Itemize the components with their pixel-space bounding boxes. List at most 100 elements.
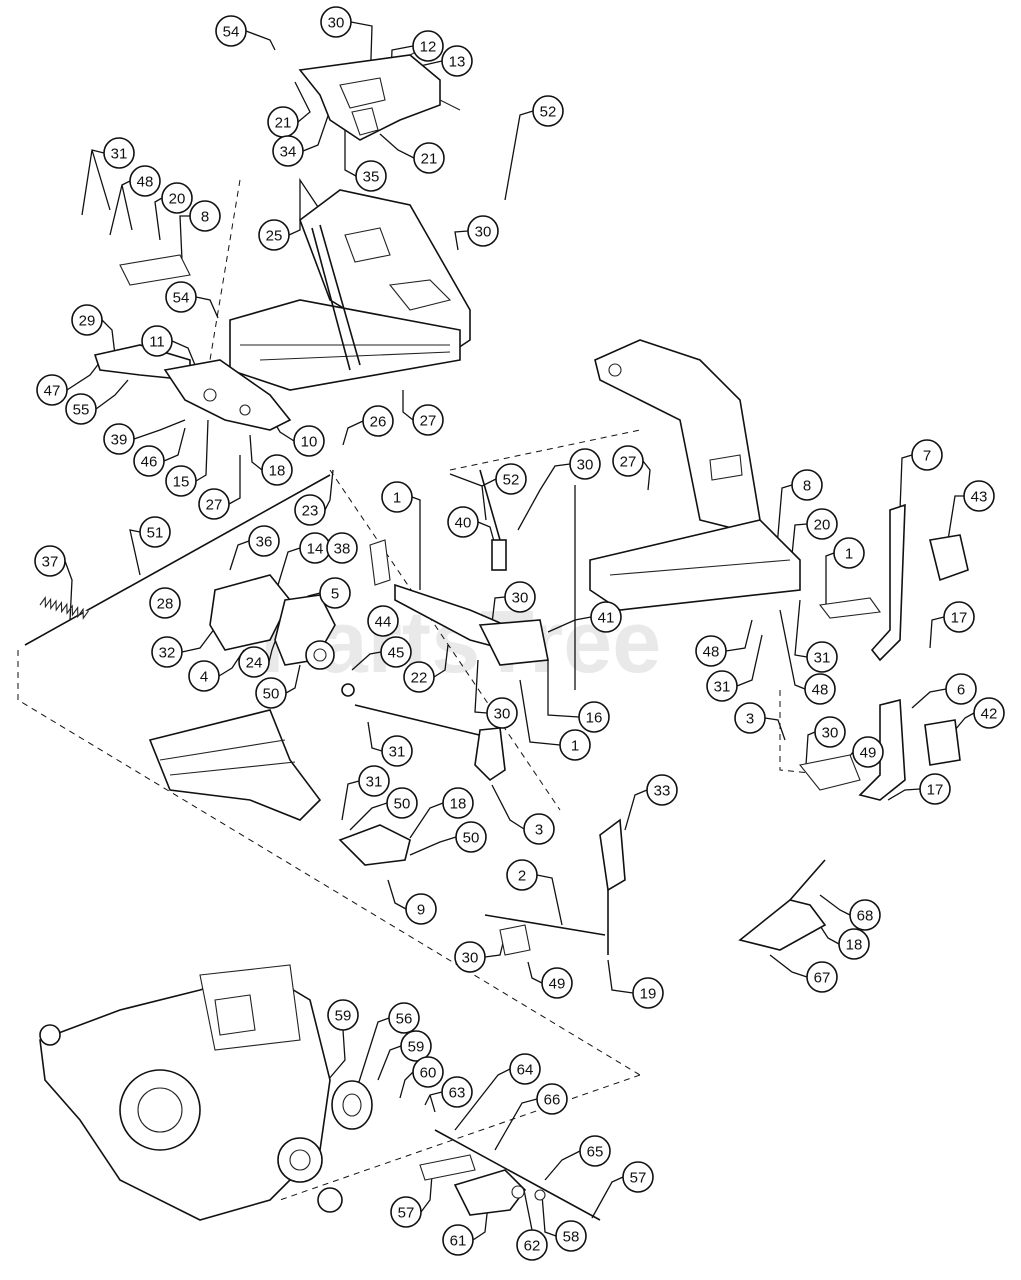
part-callout-9: 9 <box>405 893 437 925</box>
callout-circle <box>919 773 951 805</box>
part-callout-30: 30 <box>504 581 536 613</box>
part-callout-63: 63 <box>441 1076 473 1108</box>
callout-circle <box>454 941 486 973</box>
part-callout-49: 49 <box>541 967 573 999</box>
callout-number: 9 <box>417 902 425 919</box>
callout-circle <box>412 30 444 62</box>
callout-circle <box>255 677 287 709</box>
frame-right <box>589 339 801 611</box>
callout-circle <box>806 508 838 540</box>
callout-circle <box>804 673 836 705</box>
part-callout-52: 52 <box>495 463 527 495</box>
callout-number: 65 <box>587 1144 604 1161</box>
callout-circle <box>141 325 173 357</box>
part-callout-30: 30 <box>467 215 499 247</box>
part-callout-12: 12 <box>412 30 444 62</box>
callout-circle <box>734 702 766 734</box>
callout-circle <box>413 142 445 174</box>
callout-circle <box>455 821 487 853</box>
part-callout-59: 59 <box>400 1030 432 1062</box>
callout-circle <box>578 701 610 733</box>
part-callout-58: 58 <box>555 1220 587 1252</box>
callout-number: 12 <box>420 39 437 56</box>
upper-bracket-assembly <box>298 39 461 141</box>
callout-circle <box>139 516 171 548</box>
callout-circle <box>36 374 68 406</box>
callout-circle <box>403 661 435 693</box>
callout-circle <box>849 899 881 931</box>
part-callout-30: 30 <box>569 448 601 480</box>
callout-number: 16 <box>586 710 603 727</box>
callout-circle <box>838 928 870 960</box>
part-callout-50: 50 <box>386 787 418 819</box>
part-callout-34: 34 <box>272 135 304 167</box>
callout-circle <box>622 1161 654 1193</box>
callout-circle <box>412 404 444 436</box>
part-callout-59: 59 <box>327 999 359 1031</box>
callout-circle <box>555 1220 587 1252</box>
part-callout-22: 22 <box>403 661 435 693</box>
callout-number: 17 <box>951 610 968 627</box>
callout-number: 10 <box>301 434 318 451</box>
pedal-assembly-6 <box>799 698 961 801</box>
callout-circle <box>833 537 865 569</box>
part-callout-30: 30 <box>454 941 486 973</box>
part-callout-40: 40 <box>447 506 479 538</box>
center-shaft-assembly <box>209 539 549 782</box>
callout-number: 19 <box>640 986 657 1003</box>
callout-circle <box>495 463 527 495</box>
part-callout-28: 28 <box>149 587 181 619</box>
callout-circle <box>367 605 399 637</box>
callout-circle <box>294 494 326 526</box>
part-callout-13: 13 <box>441 45 473 77</box>
part-callout-1: 1 <box>833 537 865 569</box>
callout-number: 1 <box>571 738 579 755</box>
callout-number: 33 <box>654 783 671 800</box>
callout-number: 50 <box>463 830 480 847</box>
callout-number: 4 <box>200 669 208 686</box>
part-callout-48: 48 <box>695 635 727 667</box>
callout-number: 47 <box>44 383 61 400</box>
callout-circle <box>412 1056 444 1088</box>
part-callout-66: 66 <box>536 1083 568 1115</box>
cross-frame-lower-left <box>148 709 322 821</box>
part-callout-18: 18 <box>838 928 870 960</box>
callout-circle <box>590 601 622 633</box>
part-callout-46: 46 <box>133 445 165 477</box>
part-callout-3: 3 <box>734 702 766 734</box>
callout-number: 41 <box>598 610 615 627</box>
callout-number: 32 <box>159 645 176 662</box>
part-callout-48: 48 <box>804 673 836 705</box>
callout-circle <box>319 577 351 609</box>
callout-number: 28 <box>157 596 174 613</box>
callout-circle <box>963 480 995 512</box>
callout-circle <box>151 636 183 668</box>
callout-number: 8 <box>201 209 209 226</box>
callout-circle <box>34 545 66 577</box>
callout-circle <box>258 219 290 251</box>
part-callout-44: 44 <box>367 605 399 637</box>
callout-number: 1 <box>845 546 853 563</box>
callout-number: 39 <box>111 432 128 449</box>
callout-circle <box>579 1135 611 1167</box>
part-callout-57: 57 <box>390 1196 422 1228</box>
part-callout-27: 27 <box>612 445 644 477</box>
linkage-rod-51 <box>24 469 507 646</box>
part-callout-31: 31 <box>103 137 135 169</box>
part-callout-56: 56 <box>388 1002 420 1034</box>
part-callout-15: 15 <box>165 465 197 497</box>
callout-number: 52 <box>503 472 520 489</box>
part-callout-20: 20 <box>161 182 193 214</box>
callout-circle <box>326 532 358 564</box>
callout-circle <box>532 95 564 127</box>
callout-circle <box>103 137 135 169</box>
part-callout-26: 26 <box>362 405 394 437</box>
transaxle-assembly <box>39 964 343 1221</box>
assembly-dashed-lines <box>17 179 831 1201</box>
part-callout-51: 51 <box>139 516 171 548</box>
part-callout-27: 27 <box>198 488 230 520</box>
callout-number: 23 <box>302 503 319 520</box>
callout-circle <box>447 506 479 538</box>
